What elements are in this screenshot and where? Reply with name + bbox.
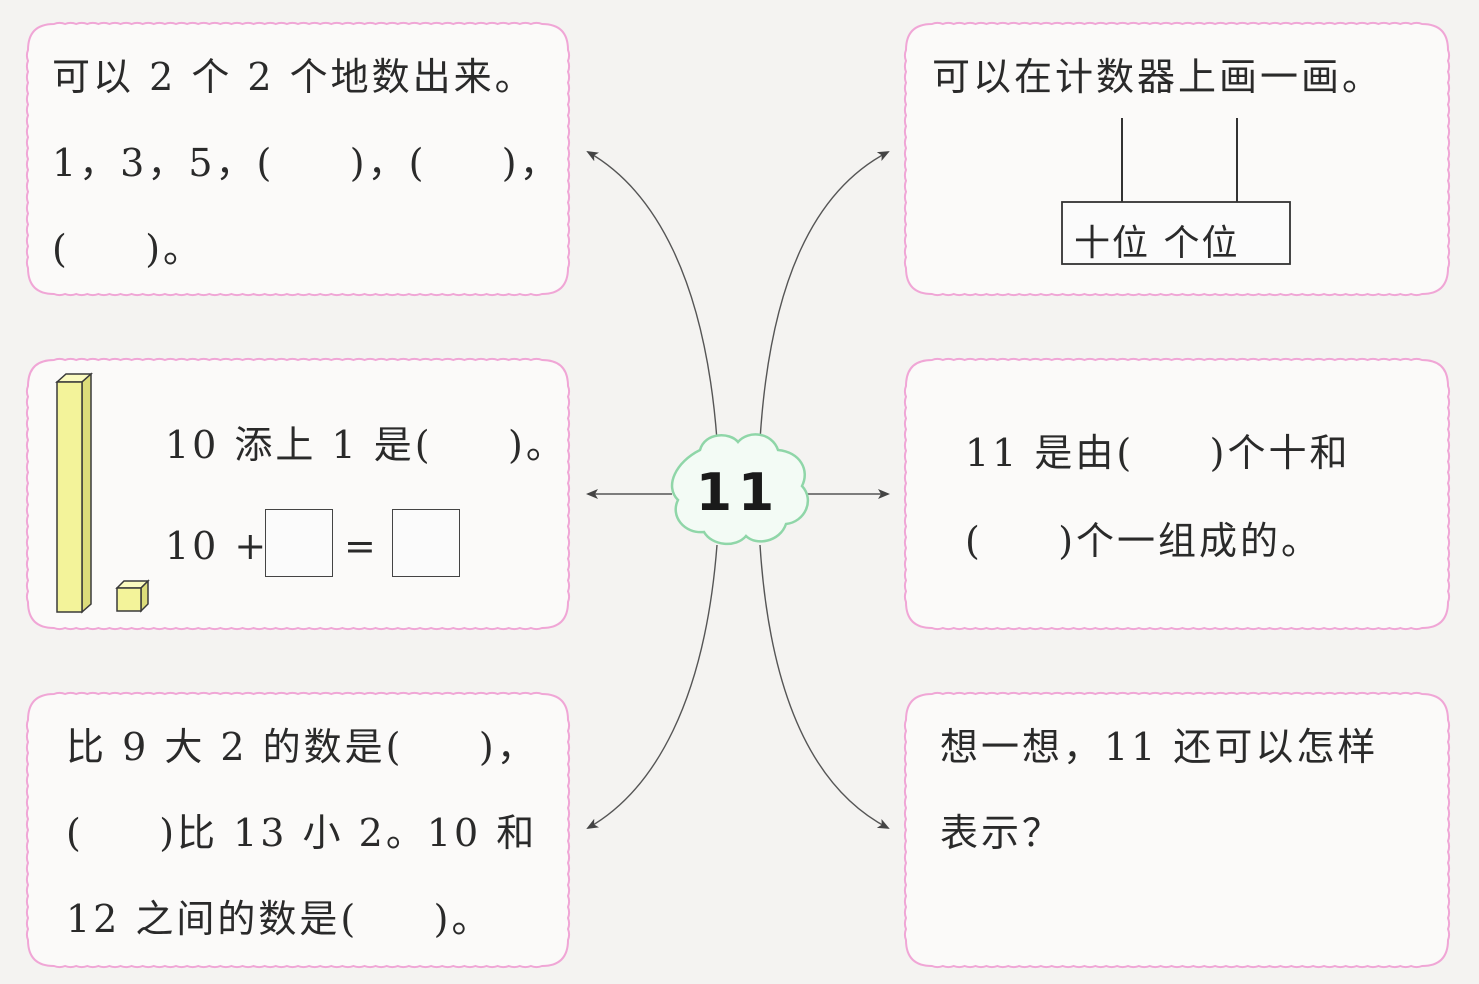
abacus-counter (1061, 118, 1291, 265)
bottom-left-line-3: 12 之间的数是( )。 (66, 897, 493, 941)
arrow-to-bottom-right (759, 544, 890, 829)
center-cloud (670, 433, 809, 545)
ten-rod-block (55, 372, 93, 614)
top-right-line-1: 可以在计数器上画一画。 (932, 55, 1384, 99)
abacus-place-labels: 十位 个位 (1074, 223, 1240, 264)
arrow-to-bottom-left (586, 544, 718, 829)
equation-prefix: 10 + (165, 524, 270, 568)
top-left-line-3: ( )。 (52, 227, 205, 271)
answer-box-sum[interactable] (392, 509, 460, 577)
card-mid-right (903, 357, 1451, 631)
mid-right-line-1: 11 是由( )个十和 (965, 431, 1351, 475)
top-left-line-2: 1，3，5，( )，( )， (52, 141, 561, 185)
mid-right-line-2: ( )个一组成的。 (965, 519, 1323, 563)
arrow-to-top-right (759, 151, 890, 441)
answer-box-addend[interactable] (265, 509, 333, 577)
center-number: 11 (695, 463, 781, 523)
equation-equals: = (344, 524, 379, 568)
mid-left-line-1: 10 添上 1 是( )。 (165, 423, 567, 467)
bottom-right-line-2: 表示？ (940, 811, 1064, 855)
one-unit-cube (115, 579, 150, 613)
top-left-line-1: 可以 2 个 2 个地数出来。 (52, 55, 536, 99)
card-top-left (25, 21, 571, 297)
base-ten-blocks (55, 372, 150, 614)
card-bottom-left (25, 691, 571, 969)
card-bottom-right (903, 691, 1451, 969)
card-top-right (903, 21, 1451, 297)
bottom-right-line-1: 想一想，11 还可以怎样 (940, 725, 1379, 769)
card-mid-left (25, 357, 571, 631)
connector-arrows (586, 151, 890, 829)
arrow-to-top-left (586, 151, 718, 441)
bottom-left-line-1: 比 9 大 2 的数是( )， (66, 725, 538, 769)
abacus-base (1061, 201, 1291, 265)
bottom-left-line-2: ( )比 13 小 2。10 和 (66, 811, 538, 855)
